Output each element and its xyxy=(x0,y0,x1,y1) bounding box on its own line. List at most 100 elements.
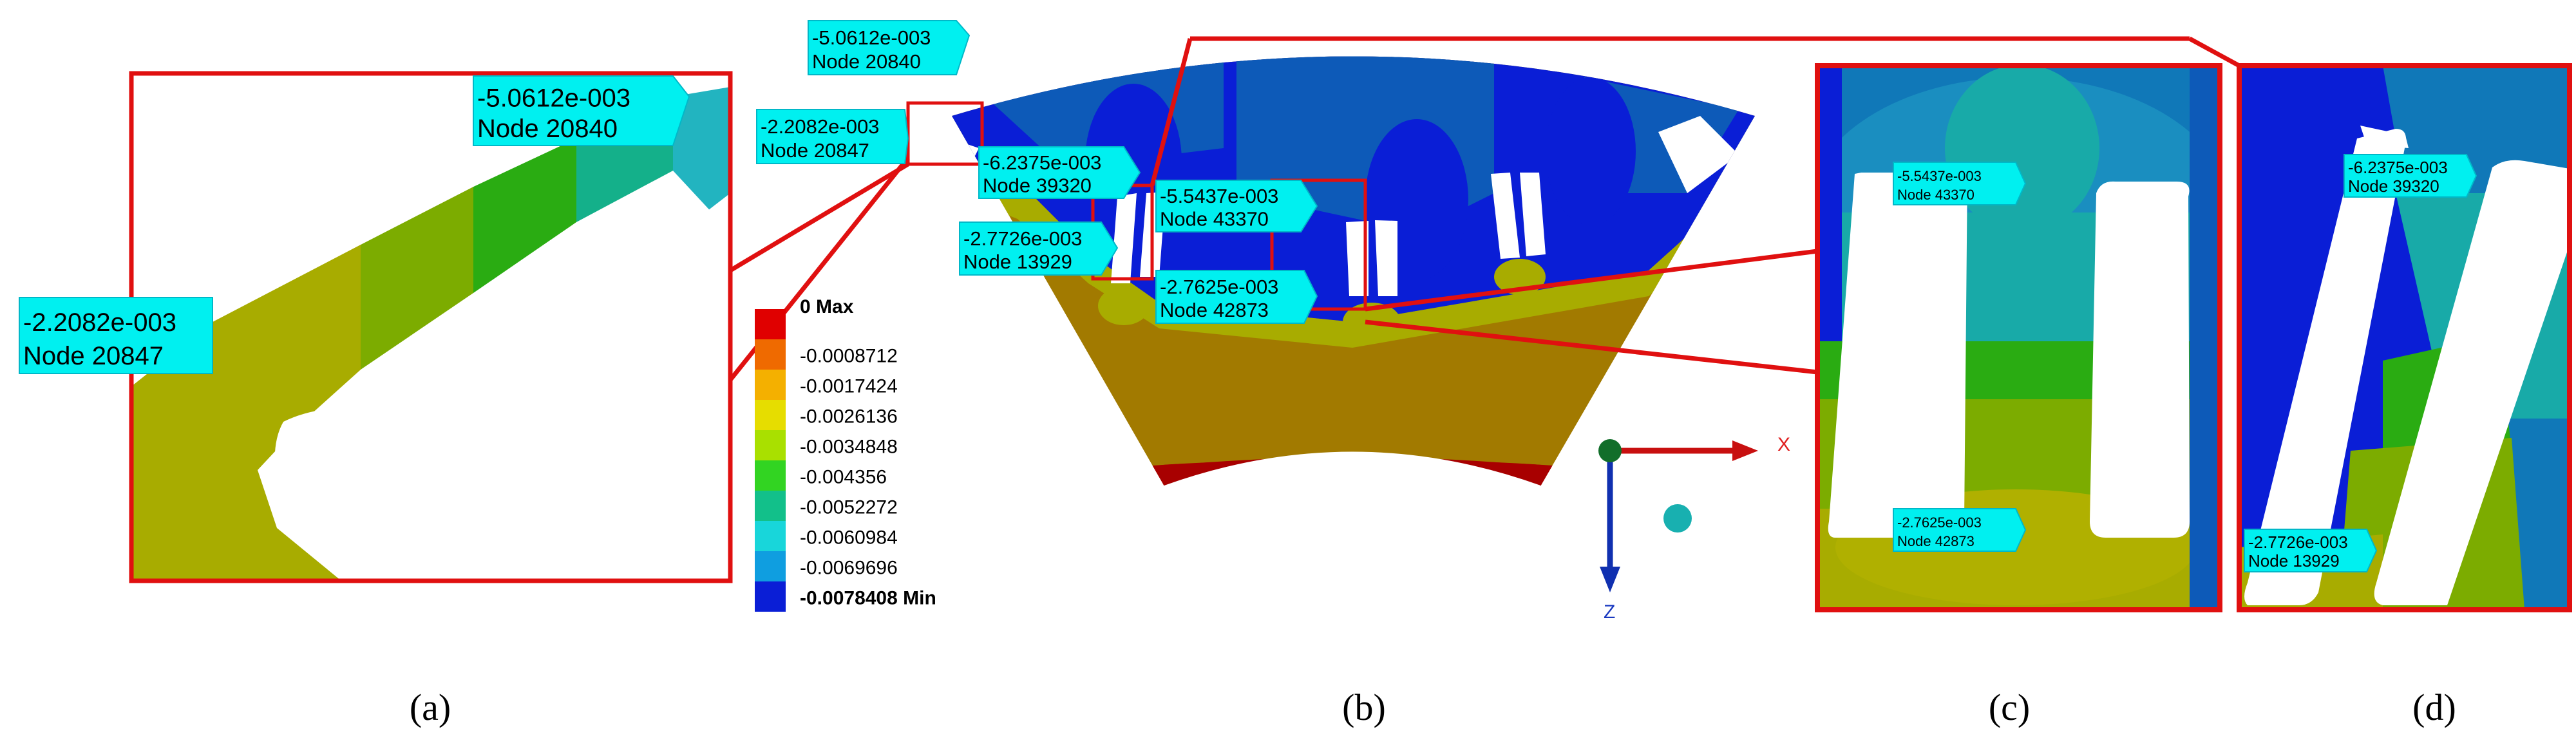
slot xyxy=(1520,173,1546,256)
legend-swatch xyxy=(755,521,786,551)
probe-node: Node 43370 xyxy=(1160,207,1269,230)
slot xyxy=(1375,220,1397,296)
panel-c-lobe-inner xyxy=(1945,66,2099,232)
panel-a-background xyxy=(131,73,730,386)
probe-label-bg xyxy=(1893,162,2027,205)
caption-a: (a) xyxy=(410,686,451,728)
connector-c-top xyxy=(1365,249,1818,312)
panel-c-frame xyxy=(1815,63,2222,612)
probe-value: -2.2082e-003 xyxy=(761,115,879,138)
legend-label: 0 Max xyxy=(800,296,854,317)
axis-triad: X Z xyxy=(1598,434,1790,623)
origin-ball xyxy=(1598,439,1622,462)
panel-a-band xyxy=(673,73,730,216)
panel-d-contour xyxy=(2239,66,2570,610)
probe-node: Node 20847 xyxy=(23,342,164,370)
probe-value: -5.0612e-003 xyxy=(477,84,630,113)
probe-value: -6.2375e-003 xyxy=(983,151,1101,174)
legend-swatch xyxy=(755,460,786,491)
panel-a-band xyxy=(131,245,361,581)
probe-value: -2.7726e-003 xyxy=(963,227,1082,250)
legend-swatch xyxy=(755,551,786,581)
legend-label: -0.0078408 Min xyxy=(800,588,936,609)
view-ball xyxy=(1663,504,1692,533)
connector-a-top xyxy=(729,162,909,273)
probe-node: Node 13929 xyxy=(2248,551,2340,571)
probe-node: Node 43370 xyxy=(1897,187,1975,203)
caption-c: (c) xyxy=(1989,686,2030,728)
legend-swatch xyxy=(755,400,786,430)
probe-node: Node 20840 xyxy=(812,50,921,73)
probe-label-bg xyxy=(959,222,1119,276)
sector-inner-arc xyxy=(1164,451,1541,487)
panel-d-frame xyxy=(2237,63,2572,612)
panel-c-contour xyxy=(1817,66,2220,610)
probe-value: -2.2082e-003 xyxy=(23,308,176,337)
slot xyxy=(1111,193,1137,283)
connector-lines xyxy=(728,36,2240,581)
panel-a-slot-hole xyxy=(274,409,730,581)
probe-value: -2.7726e-003 xyxy=(2248,533,2348,552)
probe-node: Node 39320 xyxy=(2348,176,2439,196)
legend-label: -0.0052272 xyxy=(800,497,898,518)
connector-d-top xyxy=(1150,38,1193,186)
slot-bottom-bump xyxy=(1098,287,1150,325)
slot xyxy=(1491,173,1520,259)
legend-label: -0.0034848 xyxy=(800,437,898,458)
legend-label: -0.0008712 xyxy=(800,346,898,367)
panel-a-band xyxy=(361,187,473,370)
probe-value: -5.0612e-003 xyxy=(812,26,931,49)
transition-band xyxy=(952,167,1755,348)
probe-value: -2.7625e-003 xyxy=(1160,276,1278,298)
caption-b: (b) xyxy=(1342,686,1386,728)
panel-a-contour xyxy=(131,73,730,581)
legend-label: -0.0026136 xyxy=(800,406,898,428)
panel-c-slot-left xyxy=(1828,173,1967,538)
x-axis-arrowhead xyxy=(1732,440,1758,461)
probe-label-bg xyxy=(19,297,213,374)
panel-d-slot-left xyxy=(2244,129,2406,605)
legend-swatch xyxy=(755,339,786,370)
probe-label-bg xyxy=(473,75,690,146)
probe-node: Node 13929 xyxy=(963,250,1072,273)
probe-node: Node 20847 xyxy=(761,139,869,162)
panel-d xyxy=(2237,63,2572,612)
probe-node: Node 20840 xyxy=(477,115,618,143)
probe-label-bg xyxy=(2244,529,2378,572)
probe-node: Node 42873 xyxy=(1897,533,1975,549)
probe-label-bg xyxy=(2344,154,2477,198)
legend-label: -0.0060984 xyxy=(800,527,898,549)
connector-c-bot xyxy=(1365,319,1818,375)
probe-value: -6.2375e-003 xyxy=(2348,158,2448,177)
x-axis-label: X xyxy=(1777,434,1790,455)
probe-label-bg xyxy=(756,109,909,164)
probe-value: -2.7625e-003 xyxy=(1897,514,1982,531)
legend-label: -0.004356 xyxy=(800,467,887,488)
legend: 0 Max -0.0008712 -0.0017424 -0.0026136 -0.00… xyxy=(755,296,936,612)
zoom-box-c xyxy=(1270,178,1367,311)
legend-swatch xyxy=(755,581,786,612)
probe-label-bg xyxy=(978,146,1141,199)
legend-swatch xyxy=(755,370,786,400)
z-axis-label: Z xyxy=(1604,601,1615,623)
legend-label: -0.0017424 xyxy=(800,376,898,397)
probe-value: -5.5437e-003 xyxy=(1160,185,1278,207)
probe-label-bg xyxy=(808,20,971,75)
legend-swatch xyxy=(755,491,786,521)
connector-d-top3 xyxy=(2188,36,2240,68)
legend-swatch xyxy=(755,309,786,339)
legend-swatch xyxy=(755,430,786,460)
caption-d: (d) xyxy=(2412,686,2456,728)
panel-c-slot-right xyxy=(2090,181,2190,538)
z-axis-arrowhead xyxy=(1600,567,1620,592)
probe-label-bg xyxy=(1155,180,1318,232)
